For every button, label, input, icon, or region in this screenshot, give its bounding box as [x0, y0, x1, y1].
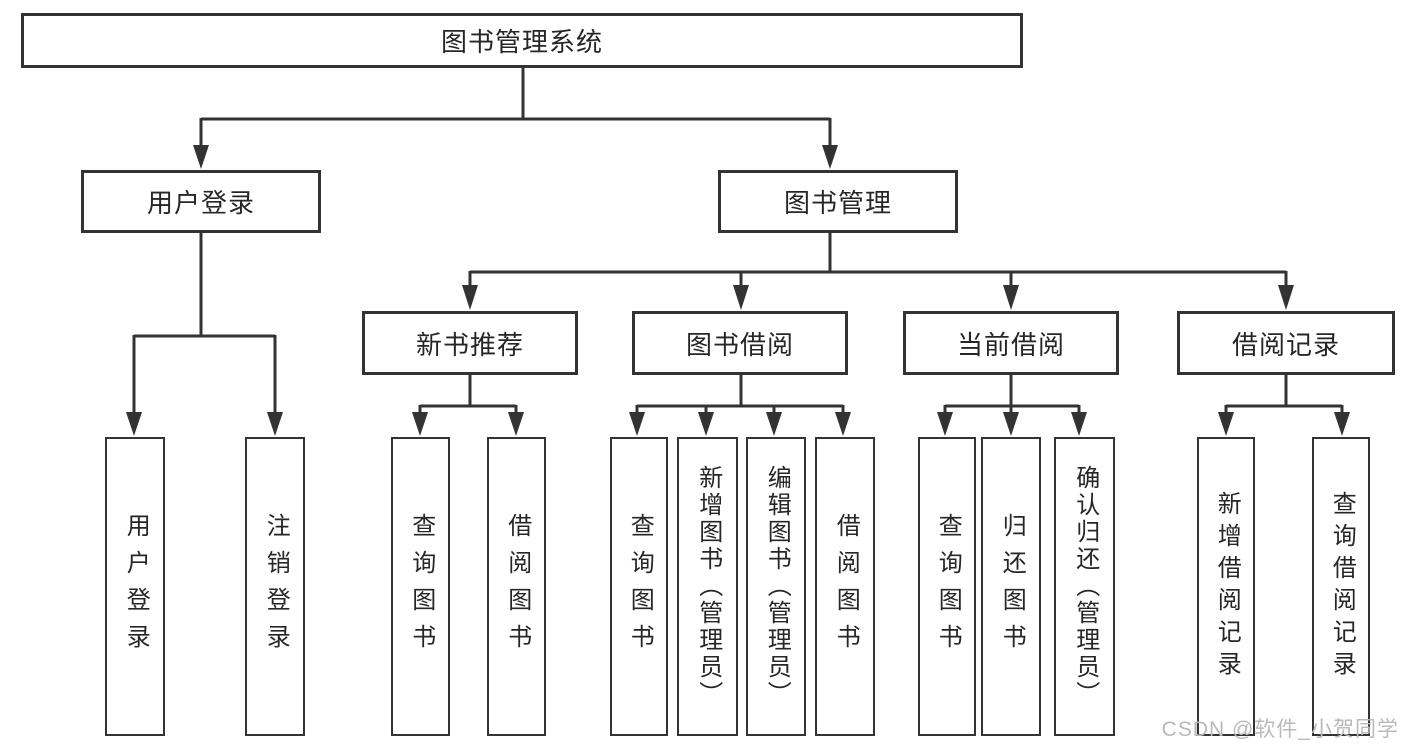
leaf-query-books-current: 查询图书: [918, 437, 976, 736]
node-current-borrow: 当前借阅: [903, 311, 1119, 375]
leaf-return-book: 归还图书: [981, 437, 1041, 736]
leaf-confirm-return-admin: 确认归还（管理员）: [1054, 437, 1115, 736]
leaf-borrow-books-recommend: 借阅图书: [487, 437, 546, 736]
leaf-logout: 注销登录: [245, 437, 305, 736]
leaf-label: 查询图书: [626, 512, 654, 661]
leaf-label: 查询图书: [407, 512, 435, 661]
leaf-label: 新增图书（管理员）: [694, 465, 722, 708]
node-borrow-records: 借阅记录: [1177, 311, 1395, 375]
node-system-root: 图书管理系统: [21, 13, 1023, 68]
leaf-edit-book-admin: 编辑图书（管理员）: [746, 437, 806, 736]
leaf-label: 确认归还（管理员）: [1071, 465, 1099, 708]
leaf-label: 查询图书: [934, 512, 962, 661]
node-book-borrow: 图书借阅: [632, 311, 848, 375]
leaf-label: 借阅图书: [503, 512, 531, 661]
node-user-login: 用户登录: [81, 170, 321, 233]
leaf-label: 新增借阅记录: [1213, 490, 1241, 683]
node-book-management: 图书管理: [718, 170, 958, 233]
leaf-label: 编辑图书（管理员）: [763, 465, 791, 708]
leaf-query-borrow-record: 查询借阅记录: [1312, 437, 1370, 736]
csdn-watermark: CSDN @软件_小贺同学: [1161, 718, 1399, 741]
leaf-user-login: 用户登录: [105, 437, 165, 736]
leaf-add-borrow-record: 新增借阅记录: [1197, 437, 1255, 736]
leaf-label: 归还图书: [998, 512, 1026, 661]
leaf-borrow-books: 借阅图书: [815, 437, 875, 736]
leaf-label: 用户登录: [122, 512, 150, 661]
arrowheads: [126, 145, 1350, 436]
node-new-book-recommend: 新书推荐: [362, 311, 578, 375]
leaf-label: 查询借阅记录: [1328, 490, 1356, 683]
leaf-label: 注销登录: [262, 512, 290, 661]
leaf-label: 借阅图书: [832, 512, 860, 661]
leaf-query-books-borrow: 查询图书: [610, 437, 668, 736]
leaf-add-book-admin: 新增图书（管理员）: [677, 437, 738, 736]
leaf-query-books-recommend: 查询图书: [391, 437, 450, 736]
